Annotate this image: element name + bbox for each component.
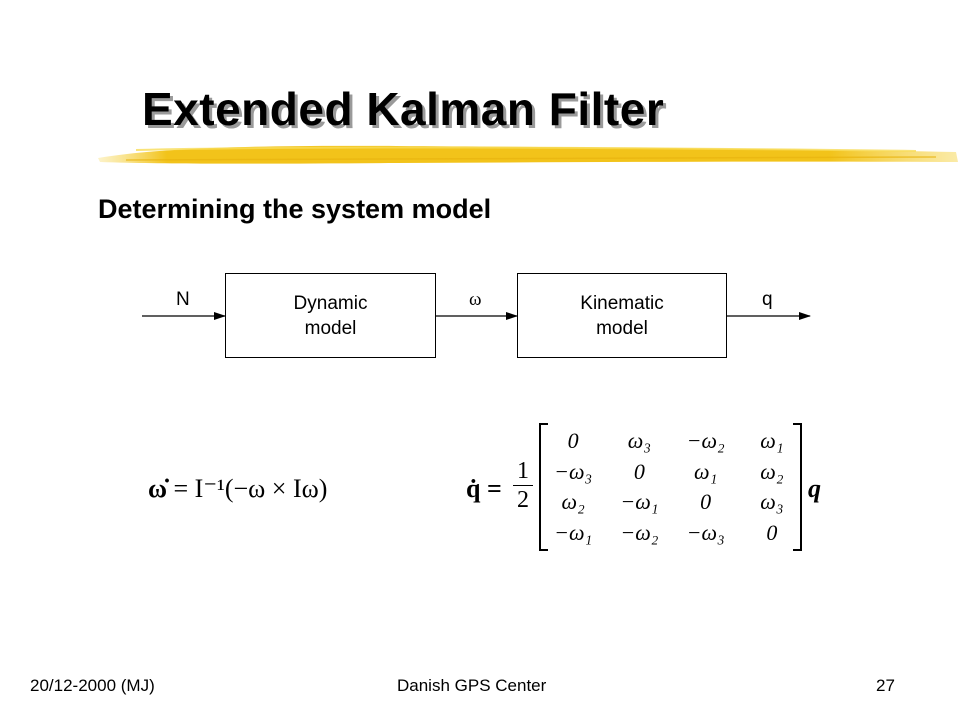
dynamic-model-label: Dynamic model <box>293 292 368 339</box>
omega-matrix: 0 ω₃ −ω₂ ω₁ −ω₃ 0 ω₁ ω₂ ω₂ −ω₁ 0 ω₃ −ω₁ −ω₂ −ω₃ 0 <box>540 426 805 548</box>
footer-organization: Danish GPS Center <box>397 676 547 695</box>
matrix-cell: 0 <box>567 428 579 454</box>
matrix-cell: −ω₁ <box>554 519 593 545</box>
one-half-fraction: 1 2 <box>513 458 533 513</box>
matrix-cell: −ω₁ <box>620 489 659 515</box>
input-signal-label: N <box>176 289 190 310</box>
q-dot-lhs: q̇ = <box>466 474 502 503</box>
slide-subtitle: Determining the system model <box>98 194 492 224</box>
matrix-cell: ω₃ <box>760 489 784 515</box>
matrix-row: ω₂ −ω₁ 0 ω₃ <box>540 487 805 518</box>
omega-dot-lhs: ω̇ <box>148 474 168 503</box>
fraction-denominator: 2 <box>517 487 529 513</box>
matrix-cell: ω₃ <box>627 428 651 454</box>
matrix-cell: ω₂ <box>561 489 585 515</box>
matrix-cell: −ω₃ <box>686 519 725 545</box>
matrix-cell: ω₁ <box>694 458 718 484</box>
fraction-bar <box>513 485 533 486</box>
omega-matrix-table: 0 ω₃ −ω₂ ω₁ −ω₃ 0 ω₁ ω₂ ω₂ −ω₁ 0 ω₃ −ω₁ −ω₂ −ω₃ 0 <box>540 426 805 548</box>
matrix-row: −ω₃ 0 ω₁ ω₂ <box>540 457 805 488</box>
kinematic-model-block: Kinematic model <box>517 273 727 358</box>
q-vector: q <box>808 474 821 503</box>
dynamic-model-block: Dynamic model <box>225 273 436 358</box>
kinematic-model-label: Kinematic model <box>580 292 664 339</box>
matrix-row: −ω₁ −ω₂ −ω₃ 0 <box>540 518 805 549</box>
footer-date: 20/12-2000 (MJ) <box>30 676 155 695</box>
matrix-cell: 0 <box>766 519 778 545</box>
matrix-cell: 0 <box>633 458 645 484</box>
omega-dot-rhs: = I⁻¹(−ω × Iω) <box>173 474 328 503</box>
matrix-cell: ω₁ <box>760 428 784 454</box>
matrix-cell: ω₂ <box>760 458 784 484</box>
title-underline-stroke <box>98 145 958 164</box>
middle-signal-label: ω <box>469 289 482 310</box>
fraction-numerator: 1 <box>517 458 529 484</box>
matrix-cell: −ω₃ <box>554 458 593 484</box>
omega-dot-equation: ω̇ = I⁻¹(−ω × Iω) <box>148 474 327 504</box>
matrix-row: 0 ω₃ −ω₂ ω₁ <box>540 426 805 457</box>
matrix-cell: −ω₂ <box>620 519 659 545</box>
output-signal-label: q <box>762 289 773 310</box>
matrix-cell: −ω₂ <box>686 428 725 454</box>
footer-page-number: 27 <box>876 676 895 695</box>
matrix-cell: 0 <box>700 489 712 515</box>
slide-title: Extended Kalman Filter <box>142 83 665 135</box>
